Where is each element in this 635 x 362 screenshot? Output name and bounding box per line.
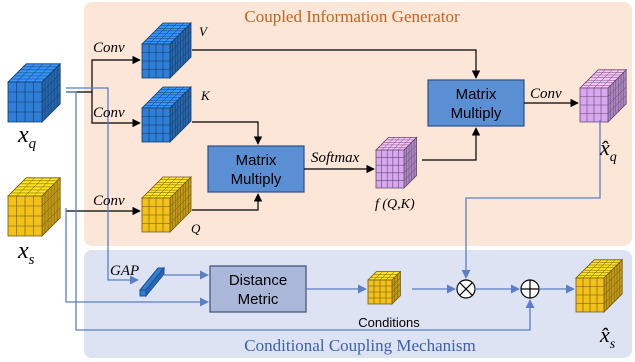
- arrow-xs-to-distance: [65, 208, 209, 307]
- conditions-cube: [367, 270, 402, 305]
- k-feature-cube: [141, 86, 192, 143]
- arrow-xhatq-to-multiply: [461, 120, 601, 279]
- fqk-label: f (Q,K): [375, 197, 415, 212]
- xhat-s-label: x̂s: [599, 322, 616, 352]
- conditions-label: Conditions: [358, 315, 420, 330]
- softmax-label: Softmax: [311, 150, 360, 166]
- arrow-xq-to-k: [91, 92, 141, 128]
- k-label: K: [200, 88, 211, 103]
- gap-label: GAP: [110, 263, 139, 279]
- distance-metric-box: Distance Metric: [209, 265, 307, 313]
- arrow-v-to-matmul2: [192, 49, 481, 79]
- xs-feature-cube: [7, 176, 62, 237]
- arrow-xq-to-gap: [66, 87, 139, 285]
- xs-label: xs: [17, 238, 35, 268]
- xq-label: xq: [17, 122, 37, 152]
- conv-v-label: Conv: [93, 40, 125, 56]
- bottom-panel-title: Conditional Coupling Mechanism: [244, 336, 475, 355]
- attention-map-cube: [375, 136, 418, 189]
- arrow-k-to-matmul1: [192, 121, 263, 145]
- q-label: Q: [191, 221, 201, 236]
- top-panel-title: Coupled Information Generator: [244, 7, 460, 26]
- xq-feature-cube: [7, 62, 62, 123]
- matmul1-line2: Multiply: [231, 171, 282, 188]
- xhat-q-label: x̂q: [599, 135, 617, 165]
- multiply-operator: [456, 279, 476, 299]
- arrow-xq-to-v: [66, 55, 141, 93]
- distance-line1: Distance: [229, 272, 287, 289]
- matmul2-line2: Multiply: [451, 105, 502, 122]
- arrow-f-to-matmul2: [422, 127, 481, 161]
- v-label: V: [199, 24, 209, 39]
- blue-connectors: [65, 87, 601, 331]
- conv-out-label: Conv: [530, 86, 562, 102]
- v-feature-cube: [141, 22, 192, 79]
- q-feature-cube: [141, 176, 192, 233]
- conv-q-label: Conv: [93, 193, 125, 209]
- matrix-multiply-box-1: Matrix Multiply: [207, 145, 305, 193]
- xhat-s-feature-cube: [575, 258, 624, 313]
- connectors: [66, 49, 579, 216]
- distance-line2: Metric: [238, 291, 279, 308]
- add-operator: [520, 279, 540, 299]
- matmul2-line1: Matrix: [456, 86, 497, 103]
- arrow-xq-to-add: [66, 91, 535, 331]
- xhat-q-feature-cube: [579, 68, 628, 123]
- matrix-multiply-box-2: Matrix Multiply: [427, 79, 525, 127]
- matmul1-line1: Matrix: [236, 152, 277, 169]
- gap-vector: [138, 266, 166, 298]
- arrow-q-to-matmul1: [192, 193, 263, 211]
- conv-k-label: Conv: [93, 105, 125, 121]
